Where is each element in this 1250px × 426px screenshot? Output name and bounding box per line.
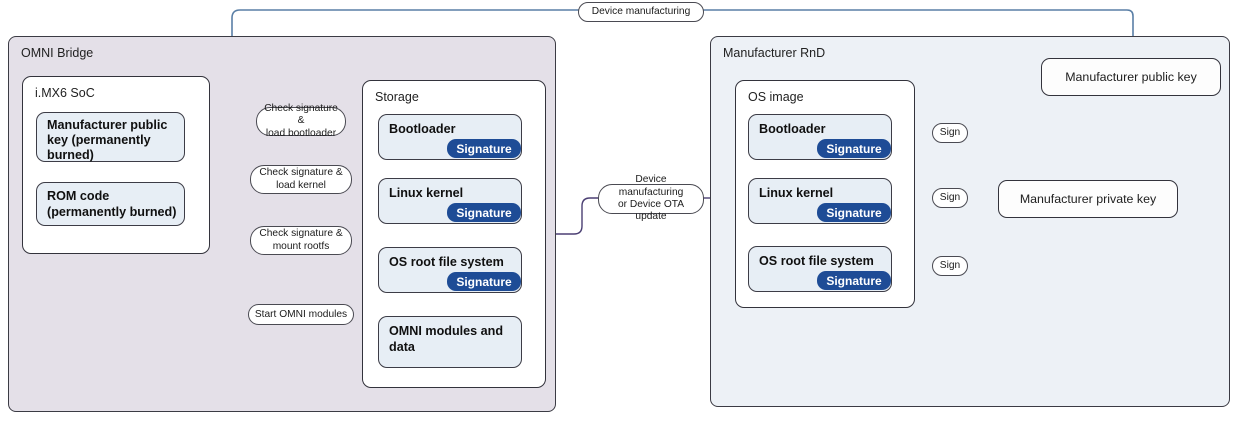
label-sign-os-root-file-system: Sign xyxy=(932,256,968,276)
container-storage-title: Storage xyxy=(375,90,419,104)
container-imx6-soc-title: i.MX6 SoC xyxy=(35,86,95,100)
label-sign-bootloader: Sign xyxy=(932,123,968,143)
signature-badge-storage-os-root-file-system: Signature xyxy=(447,272,521,291)
node-osimage-bootloader-label: Bootloader xyxy=(759,122,826,136)
node-storage-linux-kernel-label: Linux kernel xyxy=(389,186,464,200)
signature-badge-storage-linux-kernel: Signature xyxy=(447,203,521,222)
node-osimage-linux-kernel-label: Linux kernel xyxy=(759,186,834,200)
check-bootloader-line-1: Check signature & xyxy=(264,102,338,127)
pubkey-line-1: Manufacturer public xyxy=(47,118,168,132)
ota-line-2: or Device OTA update xyxy=(617,199,685,223)
label-check-signature-load-bootloader: Check signature & load bootloader xyxy=(256,103,346,139)
label-check-signature-load-kernel: Check signature & load kernel xyxy=(250,165,352,194)
node-storage-bootloader[interactable]: Bootloader Signature xyxy=(378,114,522,160)
node-storage-os-root-file-system[interactable]: OS root file system Signature xyxy=(378,247,522,293)
signature-badge-osimage-os-root-file-system: Signature xyxy=(817,271,891,290)
label-start-omni-modules: Start OMNI modules xyxy=(248,304,354,325)
container-os-image-title: OS image xyxy=(748,90,804,104)
label-device-manufacturing-or-ota: Device manufacturing or Device OTA updat… xyxy=(598,174,704,222)
node-storage-omni-modules[interactable]: OMNI modules and data xyxy=(378,316,522,368)
node-osimage-bootloader[interactable]: Bootloader Signature xyxy=(748,114,892,160)
rom-line-1: ROM code xyxy=(47,189,110,203)
check-kernel-line-2: load kernel xyxy=(276,179,326,191)
signature-badge-storage-bootloader: Signature xyxy=(447,139,521,158)
node-storage-os-root-file-system-label: OS root file system xyxy=(389,255,504,269)
node-rom-code[interactable]: ROM code (permanently burned) xyxy=(36,182,185,226)
node-osimage-os-root-file-system-label: OS root file system xyxy=(759,254,874,268)
container-imx6-soc: i.MX6 SoC xyxy=(22,76,210,254)
check-rootfs-line-2: mount rootfs xyxy=(272,240,330,252)
node-storage-omni-modules-label: OMNI modules and data xyxy=(389,324,515,355)
container-omni-bridge-title: OMNI Bridge xyxy=(21,46,94,60)
node-storage-linux-kernel[interactable]: Linux kernel Signature xyxy=(378,178,522,224)
omni-modules-line-2: data xyxy=(389,339,415,354)
rom-line-2: (permanently burned) xyxy=(47,204,177,219)
check-bootloader-line-2: load bootloader xyxy=(265,127,337,139)
label-device-manufacturing: Device manufacturing xyxy=(578,2,704,22)
node-storage-bootloader-label: Bootloader xyxy=(389,122,456,136)
node-manufacturer-public-key-rnd[interactable]: Manufacturer public key xyxy=(1041,58,1221,96)
node-manufacturer-public-key-label: Manufacturer public key (permanently bur… xyxy=(47,118,178,163)
label-sign-linux-kernel: Sign xyxy=(932,188,968,208)
signature-badge-osimage-bootloader: Signature xyxy=(817,139,891,158)
signature-badge-osimage-linux-kernel: Signature xyxy=(817,203,891,222)
check-rootfs-line-1: Check signature & xyxy=(259,228,343,240)
check-kernel-line-1: Check signature & xyxy=(259,167,343,179)
node-rom-code-label: ROM code (permanently burned) xyxy=(47,189,178,220)
node-manufacturer-public-key[interactable]: Manufacturer public key (permanently bur… xyxy=(36,112,185,162)
node-osimage-linux-kernel[interactable]: Linux kernel Signature xyxy=(748,178,892,224)
node-manufacturer-private-key[interactable]: Manufacturer private key xyxy=(998,180,1178,218)
node-osimage-os-root-file-system[interactable]: OS root file system Signature xyxy=(748,246,892,292)
omni-modules-line-1: OMNI modules and xyxy=(389,324,504,338)
pubkey-line-3: burned) xyxy=(47,148,94,162)
label-check-signature-mount-rootfs: Check signature & mount rootfs xyxy=(250,226,352,255)
ota-line-1: Device manufacturing xyxy=(618,174,684,198)
container-manufacturer-rnd-title: Manufacturer RnD xyxy=(723,46,826,60)
pubkey-line-2: key (permanently xyxy=(47,133,151,147)
